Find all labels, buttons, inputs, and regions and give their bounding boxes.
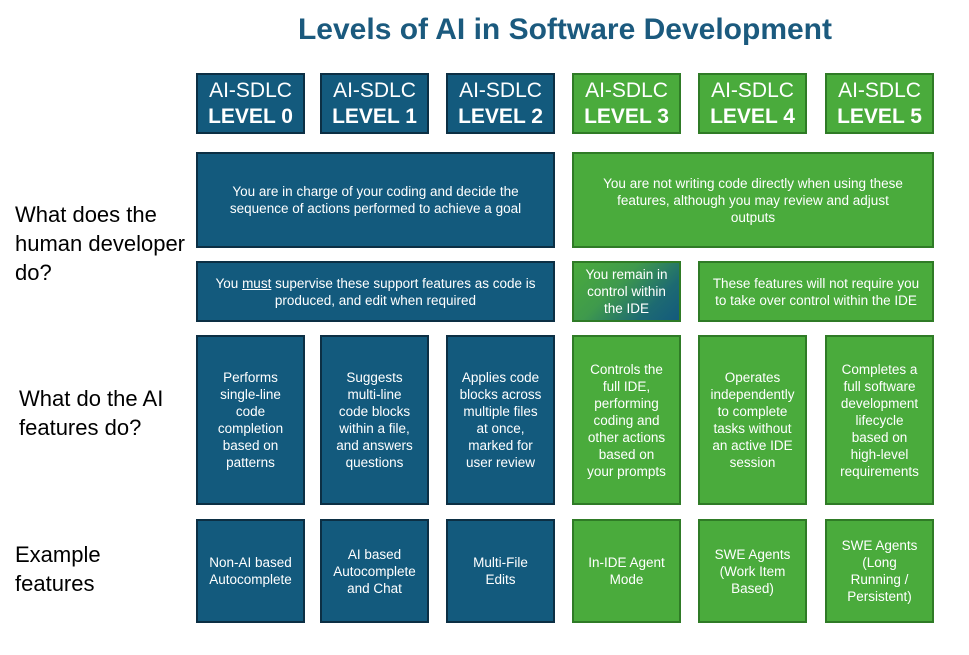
- ai-feature-level-4: Operates independently to complete tasks…: [698, 335, 807, 505]
- level-prefix: AI-SDLC: [585, 78, 668, 102]
- example-level-5: SWE Agents (Long Running / Persistent): [825, 519, 934, 623]
- level-number: LEVEL 0: [208, 104, 293, 128]
- level-prefix: AI-SDLC: [459, 78, 542, 102]
- row-label-ai-features: What do the AI features do?: [19, 386, 164, 440]
- ai-feature-level-0: Performs single-line code completion bas…: [196, 335, 305, 505]
- human-role-levels-3-5: You are not writing code directly when u…: [572, 152, 934, 248]
- level-prefix: AI-SDLC: [333, 78, 416, 102]
- example-level-0: Non-AI based Autocomplete: [196, 519, 305, 623]
- human-role-levels-0-2: You are in charge of your coding and dec…: [196, 152, 555, 248]
- level-5-header: AI-SDLC LEVEL 5: [825, 73, 934, 134]
- diagram-title: Levels of AI in Software Development: [297, 13, 832, 46]
- human-supervision-levels-0-2: You must supervise these support feature…: [196, 261, 555, 322]
- level-3-header: AI-SDLC LEVEL 3: [572, 73, 681, 134]
- level-number: LEVEL 4: [710, 104, 795, 128]
- supervision-text: You must supervise these support feature…: [215, 275, 536, 308]
- human-control-level-3: You remain in control within the IDE: [572, 261, 681, 322]
- row-label-examples: Example features: [15, 542, 101, 596]
- level-1-header: AI-SDLC LEVEL 1: [320, 73, 429, 134]
- example-level-4: SWE Agents (Work Item Based): [698, 519, 807, 623]
- level-0-header: AI-SDLC LEVEL 0: [196, 73, 305, 134]
- row-label-human: What does the human developer do?: [15, 202, 186, 285]
- level-2-header: AI-SDLC LEVEL 2: [446, 73, 555, 134]
- level-number: LEVEL 2: [458, 104, 543, 128]
- level-prefix: AI-SDLC: [838, 78, 921, 102]
- ai-feature-level-3: Controls the full IDE, performing coding…: [572, 335, 681, 505]
- ai-feature-level-1: Suggests multi-line code blocks within a…: [320, 335, 429, 505]
- level-number: LEVEL 3: [584, 104, 669, 128]
- level-4-header: AI-SDLC LEVEL 4: [698, 73, 807, 134]
- level-prefix: AI-SDLC: [209, 78, 292, 102]
- example-level-1: AI based Autocomplete and Chat: [320, 519, 429, 623]
- example-level-3: In-IDE Agent Mode: [572, 519, 681, 623]
- human-control-levels-4-5: These features will not require you to t…: [698, 261, 934, 322]
- ai-feature-level-2: Applies code blocks across multiple file…: [446, 335, 555, 505]
- level-number: LEVEL 1: [332, 104, 417, 128]
- ai-feature-level-5: Completes a full software development li…: [825, 335, 934, 505]
- example-level-2: Multi-File Edits: [446, 519, 555, 623]
- level-prefix: AI-SDLC: [711, 78, 794, 102]
- level-number: LEVEL 5: [837, 104, 922, 128]
